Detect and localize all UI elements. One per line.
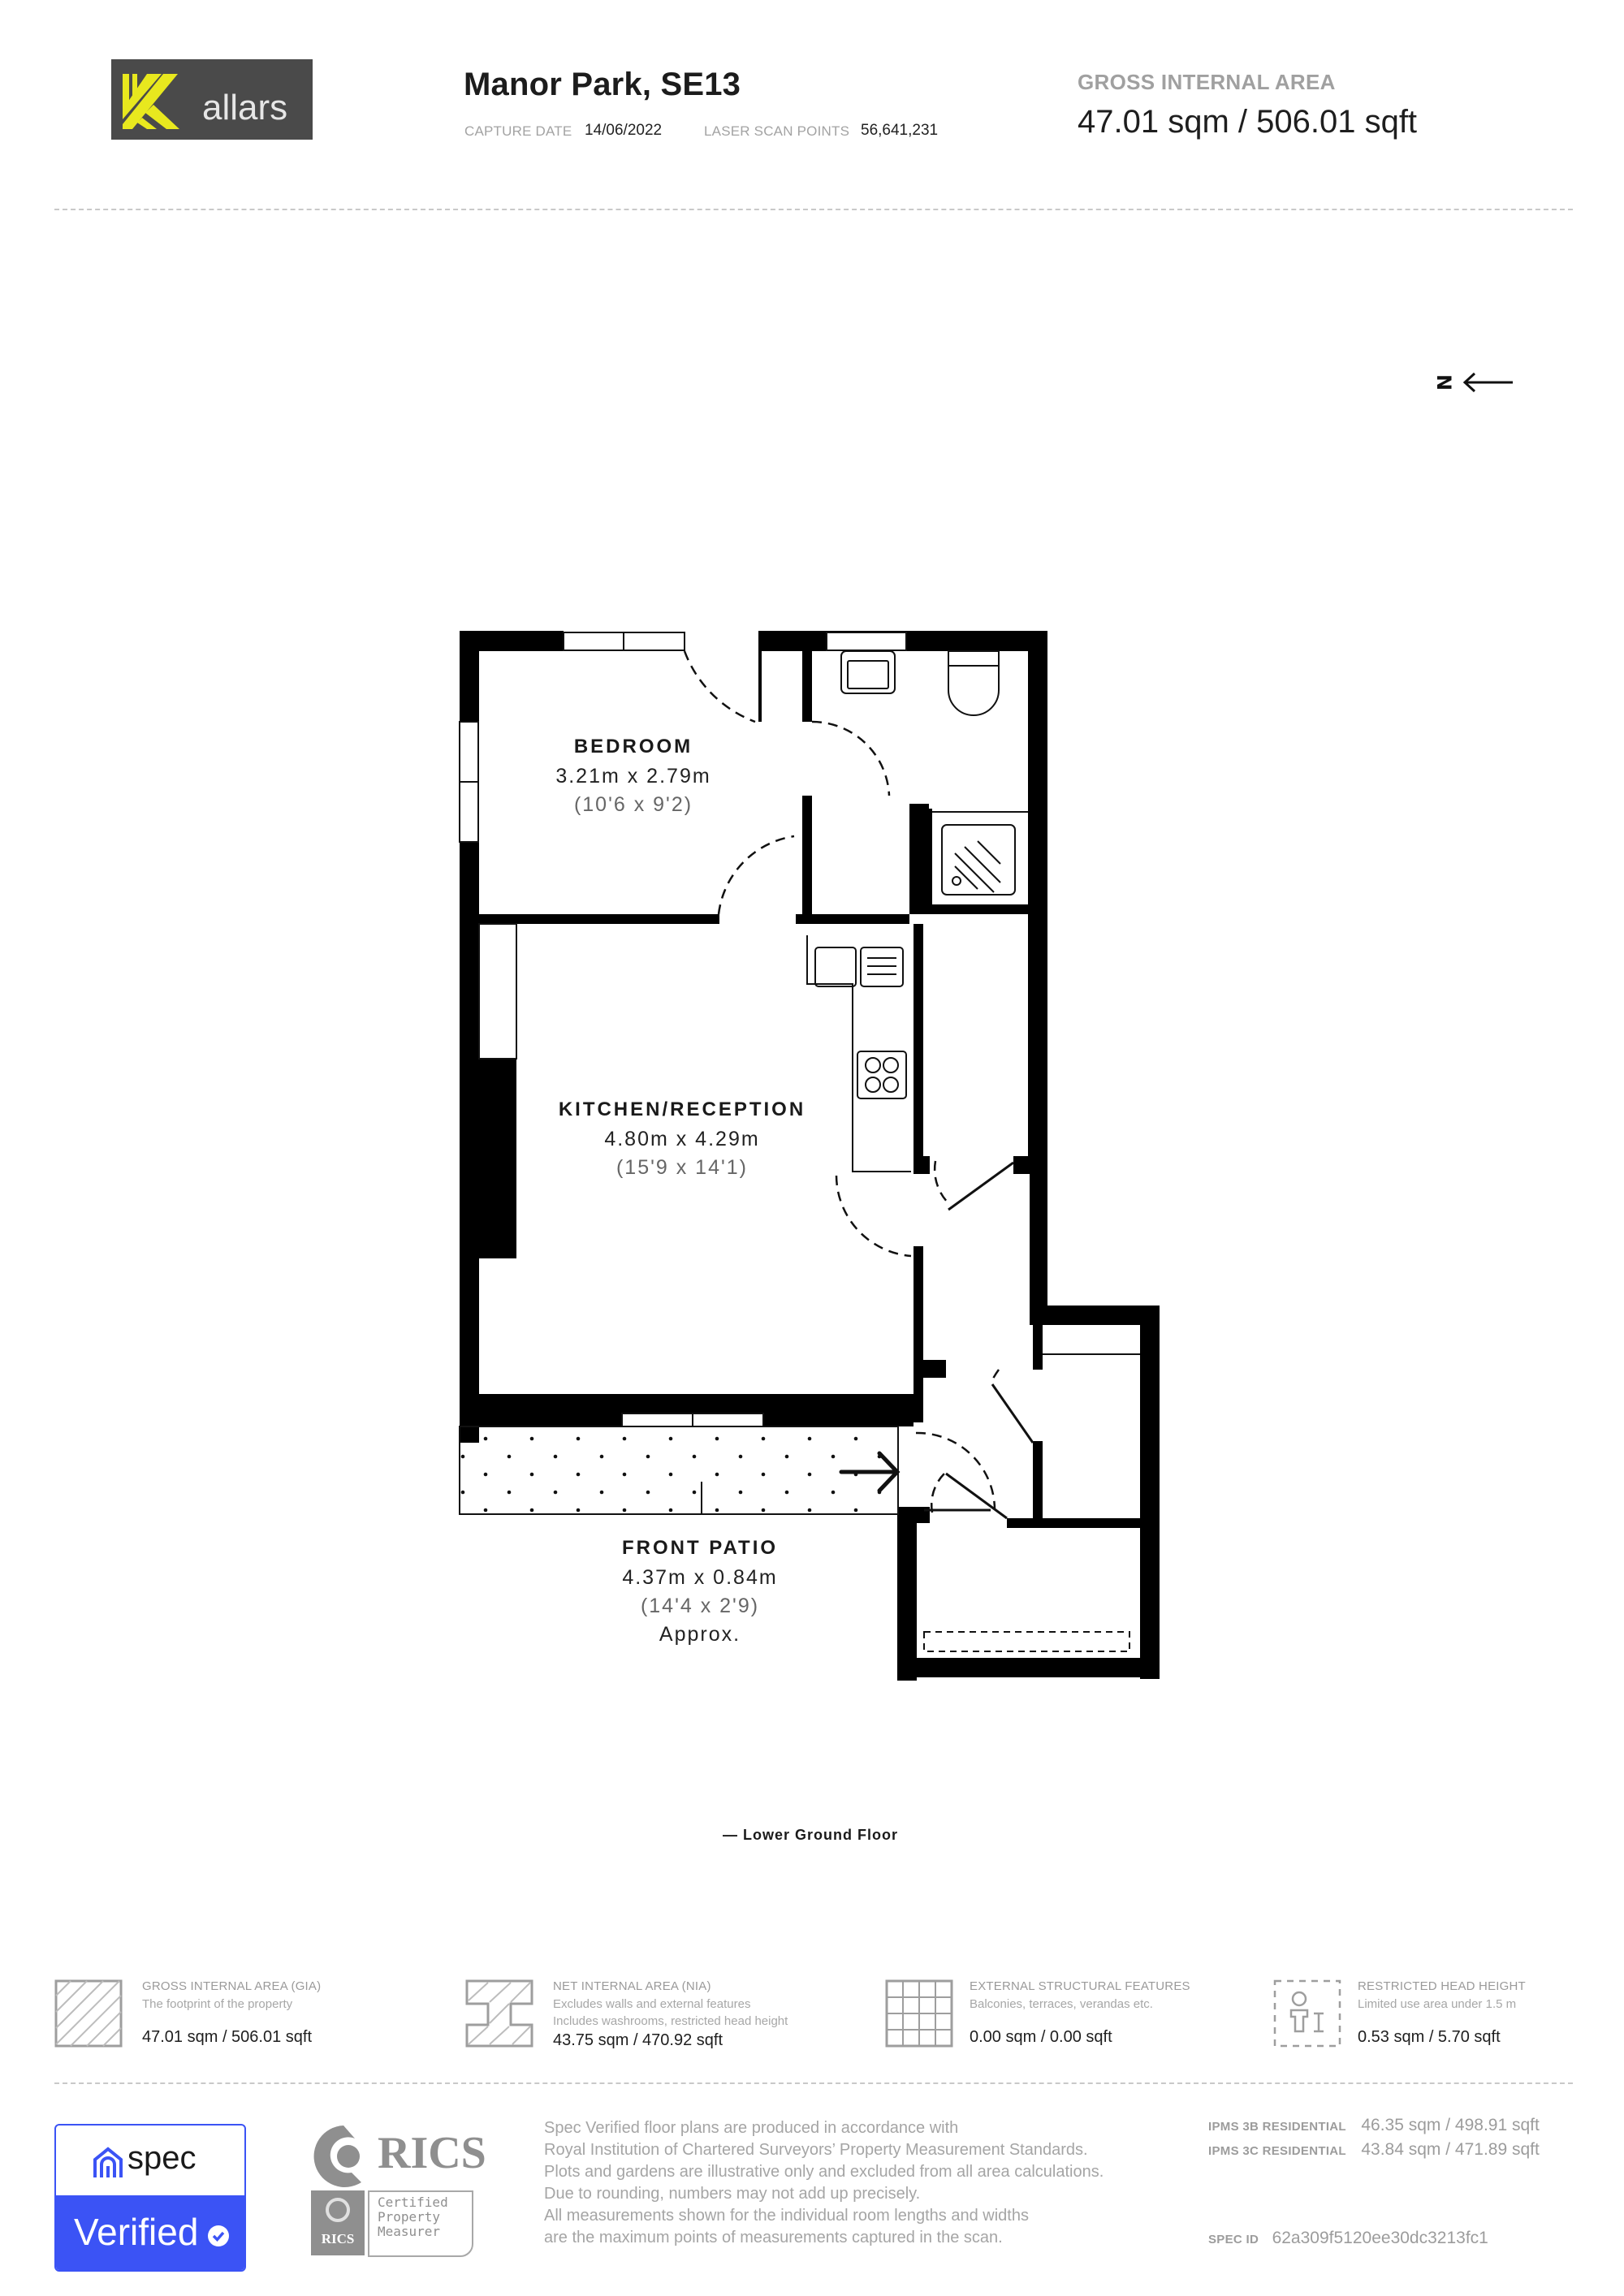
- floor-label: — Lower Ground Floor: [723, 1827, 898, 1843]
- ipms-3c: IPMS 3C RESIDENTIAL 43.84 sqm / 471.89 s…: [1208, 2140, 1614, 2160]
- room-note: Approx.: [659, 1623, 741, 1646]
- legend-value: 47.01 sqm / 506.01 sqft: [142, 2028, 313, 2046]
- legend-external-features: EXTERNAL STRUCTURAL FEATURES Balconies, …: [885, 1979, 1250, 2052]
- disclaimer-line: Spec Verified floor plans are produced i…: [544, 2119, 959, 2137]
- legend-desc: Limited use area under 1.5 m: [1358, 1997, 1517, 2011]
- room-imperial: (15'9 x 14'1): [615, 1156, 748, 1179]
- room-name: FRONT PATIO: [621, 1537, 779, 1559]
- rics-certified-measurer-badge: RICS Certified Property Measurer: [311, 2190, 473, 2257]
- rics-small-lion-icon: [326, 2198, 350, 2222]
- disclaimer-line: All measurements shown for the individua…: [544, 2207, 1029, 2225]
- nia-hatch-icon: [465, 1979, 533, 2048]
- spec-id-label: SPEC ID: [1208, 2233, 1259, 2246]
- legend-value: 0.00 sqm / 0.00 sqft: [970, 2028, 1112, 2046]
- disclaimer-line: Plots and gardens are illustrative only …: [544, 2163, 1104, 2181]
- ipms-value: 43.84 sqm / 471.89 sqft: [1361, 2140, 1540, 2159]
- svg-text:N: N: [1432, 374, 1455, 391]
- legend-title: EXTERNAL STRUCTURAL FEATURES: [970, 1979, 1190, 1993]
- rics-small-block: RICS: [311, 2190, 365, 2255]
- check-circle-icon: [208, 2225, 229, 2246]
- rics-wordmark: RICS: [378, 2128, 486, 2178]
- cpm-line: Certified: [378, 2195, 448, 2210]
- cpm-line: Property: [378, 2209, 441, 2225]
- north-arrow-icon: N: [1432, 372, 1513, 393]
- ipms-label: IPMS 3C RESIDENTIAL: [1208, 2144, 1346, 2158]
- spec-wordmark: spec: [127, 2140, 197, 2176]
- spec-verified-badge: spec Verified: [54, 2124, 246, 2272]
- header-divider: [54, 209, 1573, 210]
- ipms-3b: IPMS 3B RESIDENTIAL 46.35 sqm / 498.91 s…: [1208, 2116, 1614, 2135]
- person-height-icon: [1273, 1979, 1341, 2048]
- legend-title: NET INTERNAL AREA (NIA): [553, 1979, 711, 1993]
- kallars-k-mark-icon: [123, 74, 179, 129]
- legend-desc: Balconies, terraces, verandas etc.: [970, 1997, 1153, 2011]
- verified-label: Verified: [74, 2211, 199, 2253]
- room-bedroom: BEDROOM 3.21m x 2.79m (10'6 x 9'2): [512, 736, 755, 817]
- legend-value: 0.53 sqm / 5.70 sqft: [1358, 2028, 1501, 2046]
- logo-wordmark: allars: [202, 88, 288, 127]
- legend-value: 43.75 sqm / 470.92 sqft: [553, 2031, 723, 2049]
- room-metric: 3.21m x 2.79m: [555, 765, 711, 788]
- room-imperial: (14'4 x 2'9): [640, 1595, 760, 1617]
- disclaimer-line: Royal Institution of Chartered Surveyors…: [544, 2141, 1088, 2159]
- compass: N: [1429, 367, 1518, 404]
- rics-small-wordmark: RICS: [321, 2231, 355, 2246]
- legend-desc: Excludes walls and external features: [553, 1997, 751, 2011]
- spec-id: SPEC ID 62a309f5120ee30dc3213fc1: [1208, 2229, 1614, 2248]
- kallars-logo: allars: [111, 59, 313, 140]
- spec-id-value: 62a309f5120ee30dc3213fc1: [1272, 2229, 1488, 2247]
- disclaimer-line: are the maximum points of measurements c…: [544, 2229, 1003, 2246]
- room-metric: 4.80m x 4.29m: [604, 1128, 760, 1150]
- spec-house-icon: [93, 2147, 123, 2177]
- room-name: KITCHEN/RECEPTION: [558, 1098, 806, 1120]
- grid-icon: [885, 1979, 953, 2048]
- legend-restricted-height: RESTRICTED HEAD HEIGHT Limited use area …: [1273, 1979, 1614, 2052]
- capture-date: 14/06/2022: [585, 122, 663, 139]
- cpm-line: Measurer: [378, 2224, 441, 2239]
- footer-divider: [54, 2082, 1573, 2084]
- capture-date-label: CAPTURE DATE: [464, 123, 572, 139]
- property-title: Manor Park, SE13: [464, 67, 741, 102]
- legend-desc: Includes washrooms, restricted head heig…: [553, 2014, 788, 2028]
- disclaimer: Spec Verified floor plans are produced i…: [544, 2117, 1194, 2249]
- legend-title: RESTRICTED HEAD HEIGHT: [1358, 1979, 1526, 1993]
- disclaimer-line: Due to rounding, numbers may not add up …: [544, 2185, 921, 2203]
- room-front-patio: FRONT PATIO 4.37m x 0.84m (14'4 x 2'9) A…: [578, 1537, 822, 1646]
- laser-scan-points: 56,641,231: [861, 122, 939, 139]
- room-imperial: (10'6 x 9'2): [573, 793, 693, 816]
- legend-title: GROSS INTERNAL AREA (GIA): [142, 1979, 322, 1993]
- gia-hatch-icon: [54, 1979, 123, 2048]
- room-name: BEDROOM: [573, 736, 693, 757]
- room-kitchen-reception: KITCHEN/RECEPTION 4.80m x 4.29m (15'9 x …: [528, 1098, 836, 1180]
- room-metric: 4.37m x 0.84m: [622, 1566, 778, 1589]
- laser-scan-label: LASER SCAN POINTS: [704, 123, 850, 139]
- cpm-text-box: Certified Property Measurer: [368, 2190, 473, 2257]
- ipms-value: 46.35 sqm / 498.91 sqft: [1361, 2116, 1540, 2134]
- ipms-label: IPMS 3B RESIDENTIAL: [1208, 2120, 1346, 2134]
- rics-lion-icon: [313, 2126, 361, 2187]
- legend-desc: The footprint of the property: [142, 1997, 293, 2011]
- gia-header-label: GROSS INTERNAL AREA: [1078, 70, 1336, 94]
- legend-nia: NET INTERNAL AREA (NIA) Excludes walls a…: [465, 1979, 871, 2052]
- gia-header-value: 47.01 sqm / 506.01 sqft: [1078, 104, 1418, 140]
- legend-gia: GROSS INTERNAL AREA (GIA) The footprint …: [54, 1979, 460, 2052]
